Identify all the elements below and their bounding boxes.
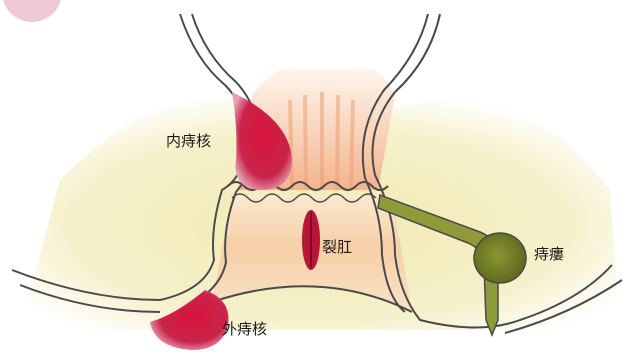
label-external-hemorrhoid: 外痔核 <box>222 318 267 339</box>
label-anal-fissure: 裂肛 <box>322 236 352 257</box>
label-anal-fistula: 痔瘻 <box>534 243 564 264</box>
anal-fistula-shape <box>474 233 526 283</box>
corner-pink-circle <box>2 0 62 22</box>
label-internal-hemorrhoid: 内痔核 <box>166 130 211 151</box>
